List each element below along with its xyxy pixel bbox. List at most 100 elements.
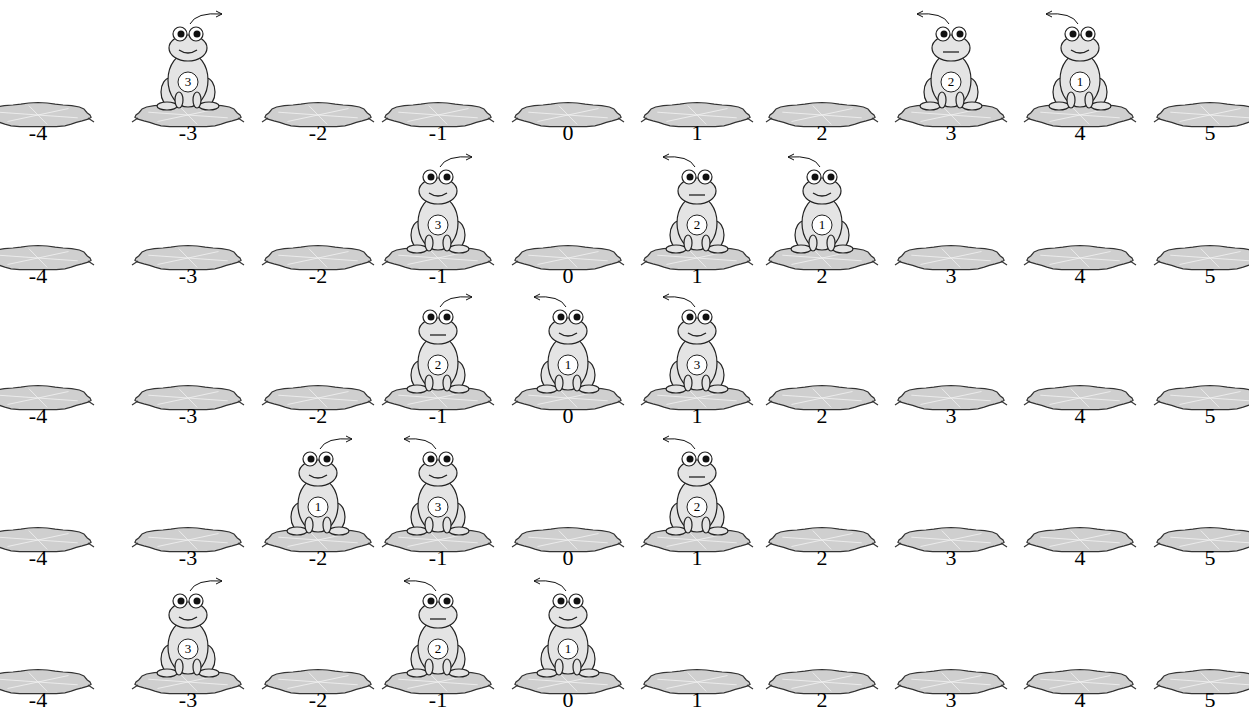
frog-figure [157,11,222,110]
position-number: 3 [921,121,981,145]
position-number: 1 [667,121,727,145]
position-number: -3 [158,404,218,428]
frog-figure [1046,11,1111,110]
position-number: -4 [8,264,68,288]
position-number: 1 [667,264,727,288]
frog-number: 2 [428,641,448,657]
position-number: 5 [1180,264,1240,288]
jump-arrow [404,439,436,449]
position-number: -2 [288,264,348,288]
frog-number: 2 [941,74,961,90]
jump-arrow [788,157,820,167]
position-number: 2 [792,404,852,428]
jump-arrow [663,157,695,167]
frog-figure [407,154,472,253]
frog-number: 3 [428,217,448,233]
position-number: 0 [538,546,598,570]
jump-arrow [917,14,949,24]
position-number: 3 [921,546,981,570]
jump-arrow [534,297,566,307]
frog-figure [534,578,599,677]
position-number: -4 [8,404,68,428]
lily-pad [1154,386,1249,410]
frog-figure [407,294,472,393]
position-number: -4 [8,688,68,712]
frog-number: 3 [178,74,198,90]
position-number: -1 [408,688,468,712]
position-number: -4 [8,546,68,570]
position-number: 2 [792,688,852,712]
position-number: 4 [1050,546,1110,570]
position-number: 5 [1180,121,1240,145]
frog-number: 1 [308,499,328,515]
frog-figure [663,436,728,535]
position-number: 3 [921,264,981,288]
frog-number: 2 [687,499,707,515]
jump-arrow [663,439,695,449]
jump-arrow [320,439,352,449]
lily-pad [1154,103,1249,127]
frog-figure [917,11,982,110]
position-number: -2 [288,404,348,428]
position-number: 5 [1180,404,1240,428]
position-number: -3 [158,546,218,570]
lily-pad [1154,528,1249,552]
frog-number: 1 [812,217,832,233]
lily-pad [1154,246,1249,270]
position-number: 4 [1050,121,1110,145]
position-number: -3 [158,688,218,712]
position-number: 0 [538,121,598,145]
position-number: 1 [667,404,727,428]
frog-number: 2 [428,357,448,373]
frog-figure [287,436,352,535]
position-number: 0 [538,404,598,428]
frog-figure [404,578,469,677]
jump-arrow [404,581,436,591]
position-number: -3 [158,121,218,145]
position-number: 4 [1050,264,1110,288]
position-number: 0 [538,688,598,712]
position-number: 5 [1180,546,1240,570]
frog-figure [663,154,728,253]
frog-number: 2 [687,217,707,233]
jump-arrow [440,157,472,167]
position-number: 1 [667,688,727,712]
frog-figure [534,294,599,393]
position-number: -2 [288,121,348,145]
position-number: -2 [288,688,348,712]
frog-number: 3 [178,641,198,657]
position-number: 1 [667,546,727,570]
frog-figure [663,294,728,393]
position-number: -1 [408,546,468,570]
position-number: 5 [1180,688,1240,712]
position-number: 2 [792,264,852,288]
frog-figure [788,154,853,253]
jump-arrow [440,297,472,307]
jump-arrow [190,14,222,24]
jump-arrow [663,297,695,307]
frog-number: 1 [558,641,578,657]
position-number: -4 [8,121,68,145]
jump-arrow [534,581,566,591]
frog-number: 3 [687,357,707,373]
position-number: 3 [921,688,981,712]
jump-arrow [1046,14,1078,24]
position-number: 4 [1050,404,1110,428]
frog-number: 1 [558,357,578,373]
position-number: 2 [792,546,852,570]
position-number: -2 [288,546,348,570]
frog-number: 1 [1070,74,1090,90]
position-number: -1 [408,404,468,428]
lily-pad [1154,670,1249,694]
jump-arrow [190,581,222,591]
position-number: -3 [158,264,218,288]
position-number: 4 [1050,688,1110,712]
frog-number: 3 [428,499,448,515]
position-number: 3 [921,404,981,428]
frog-figure [157,578,222,677]
position-number: 2 [792,121,852,145]
frog-figure [404,436,469,535]
position-number: 0 [538,264,598,288]
position-number: -1 [408,121,468,145]
